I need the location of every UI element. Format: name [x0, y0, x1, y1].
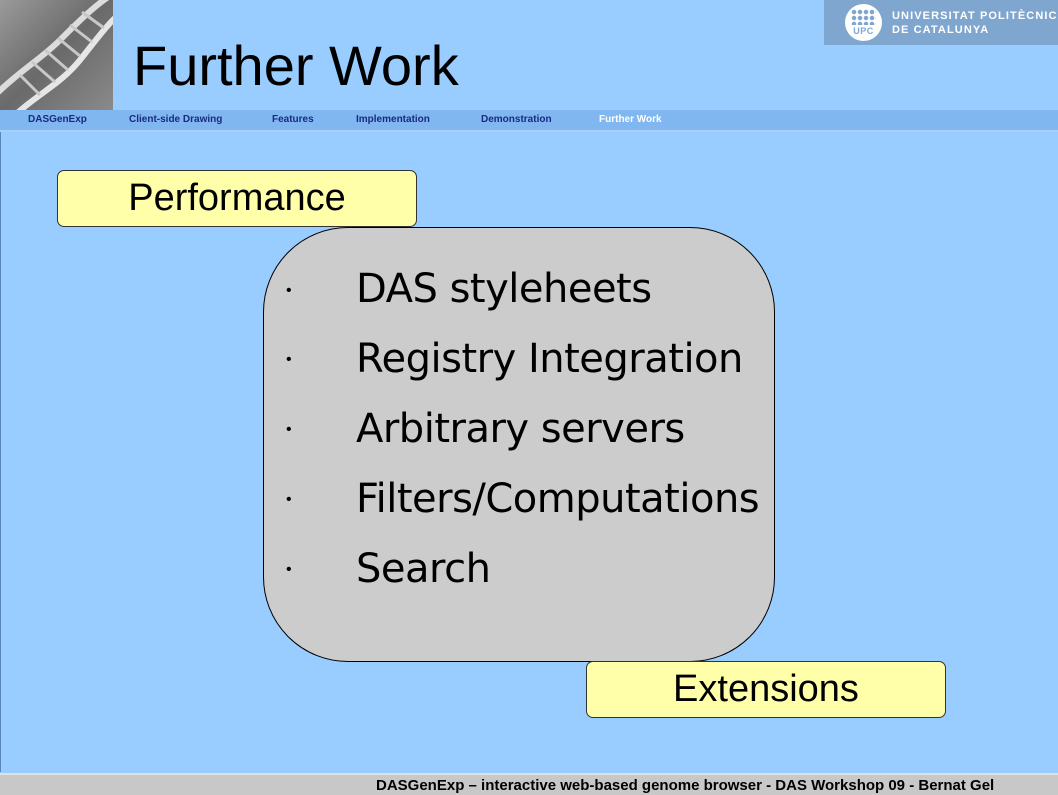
- list-item: Arbitrary servers: [356, 406, 685, 452]
- university-logo: UPC UNIVERSITAT POLITÈCNICA DE CATALUNYA: [824, 0, 1058, 45]
- extensions-label: Extensions: [586, 661, 946, 718]
- dna-helix-image: [0, 0, 113, 110]
- footer-text: DASGenExp – interactive web-based genome…: [376, 777, 995, 794]
- nav-item-client-side-drawing[interactable]: Client-side Drawing: [129, 114, 223, 125]
- left-border-line: [0, 132, 1, 772]
- performance-label: Performance: [57, 170, 417, 227]
- nav-item-features[interactable]: Features: [272, 114, 314, 125]
- nav-item-further-work[interactable]: Further Work: [599, 114, 662, 125]
- list-item: DAS styleheets: [356, 266, 652, 312]
- work-items-panel: • DAS styleheets • Registry Integration …: [263, 227, 775, 662]
- list-item: Filters/Computations: [356, 476, 760, 522]
- logo-line-1: UNIVERSITAT POLITÈCNICA: [892, 10, 1058, 22]
- upc-seal-icon: UPC: [845, 4, 882, 41]
- list-item: Registry Integration: [356, 336, 743, 382]
- bullet-icon: •: [286, 491, 292, 508]
- bullet-icon: •: [286, 421, 292, 438]
- upc-seal-text: UPC: [853, 26, 874, 36]
- bullet-icon: •: [286, 351, 292, 368]
- footer-bar: DASGenExp – interactive web-based genome…: [0, 773, 1058, 795]
- nav-item-implementation[interactable]: Implementation: [356, 114, 430, 125]
- slide-title: Further Work: [133, 34, 459, 97]
- dna-helix-icon: [0, 0, 113, 110]
- nav-item-demonstration[interactable]: Demonstration: [481, 114, 552, 125]
- bullet-icon: •: [286, 282, 292, 299]
- navigation-bar: DASGenExp Client-side Drawing Features I…: [0, 110, 1058, 132]
- list-item: Search: [356, 546, 491, 592]
- nav-item-dasgenexp[interactable]: DASGenExp: [28, 114, 87, 125]
- bullet-icon: •: [286, 561, 292, 578]
- logo-line-2: DE CATALUNYA: [892, 24, 990, 36]
